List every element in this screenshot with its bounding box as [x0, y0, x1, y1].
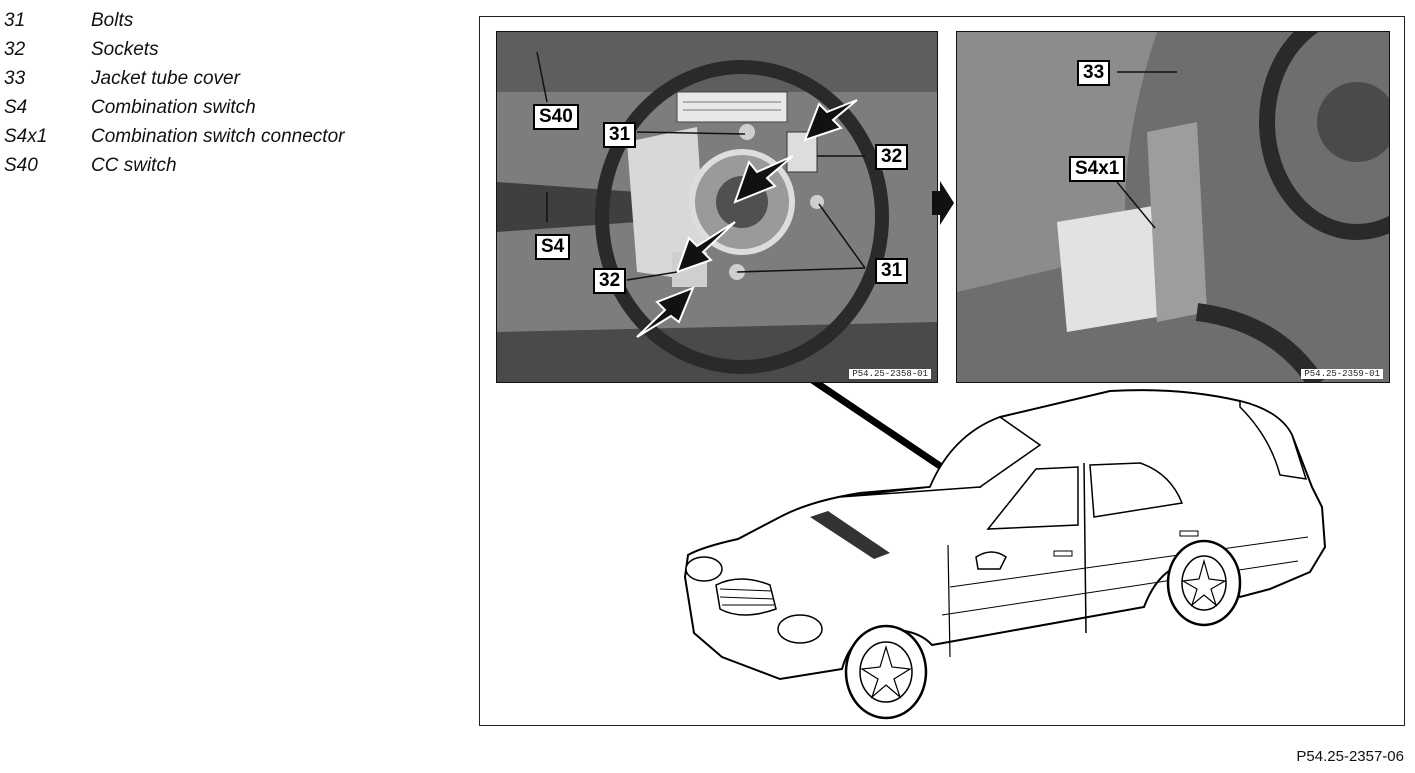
- callout-socket: 32: [875, 144, 909, 170]
- legend-code: 31: [4, 9, 26, 31]
- legend-item: 32 Sockets: [4, 35, 344, 64]
- arrow-icon: [733, 155, 794, 204]
- car-mirror: [975, 551, 1007, 570]
- car-front-window: [986, 466, 1079, 530]
- figure-id: P54.25-2357-06: [1296, 748, 1404, 765]
- legend-item: 33 Jacket tube cover: [4, 64, 344, 93]
- legend-code: 32: [4, 38, 26, 60]
- legend: 31 Bolts 32 Sockets 33 Jacket tube cover…: [4, 6, 344, 180]
- callout-socket: 32: [593, 268, 627, 294]
- legend-code: S4x1: [4, 125, 48, 147]
- legend-label: Combination switch: [91, 96, 256, 118]
- legend-label: Sockets: [91, 38, 159, 60]
- figure-frame: S40 S4 31 31 32 32 P54.25-2358-01 33 S4x…: [479, 16, 1405, 726]
- legend-label: Jacket tube cover: [91, 67, 240, 89]
- legend-label: Bolts: [91, 9, 134, 31]
- car-rear-side-window: [1089, 462, 1184, 518]
- arrow-icon: [803, 99, 858, 142]
- car-rear-window: [1239, 400, 1308, 480]
- legend-item: S40 CC switch: [4, 151, 344, 180]
- callout-s40: S40: [533, 104, 579, 130]
- connector-photo: 33 S4x1 P54.25-2359-01: [956, 31, 1390, 383]
- legend-item: 31 Bolts: [4, 6, 344, 35]
- car-front-wheel: [844, 624, 928, 720]
- callout-bolt: 31: [875, 258, 909, 284]
- car-illustration: [683, 362, 1327, 720]
- car-rear-wheel: [1166, 539, 1242, 627]
- callout-cover: 33: [1077, 60, 1111, 86]
- legend-item: S4 Combination switch: [4, 93, 344, 122]
- right-arrow-icon: [932, 181, 954, 225]
- legend-code: S4: [4, 96, 28, 118]
- photo-reference: P54.25-2359-01: [1301, 369, 1383, 379]
- legend-code: S40: [4, 154, 38, 176]
- steering-column-photo: S40 S4 31 31 32 32 P54.25-2358-01: [496, 31, 938, 383]
- car-headlight: [685, 556, 723, 582]
- callout-bolt: 31: [603, 122, 637, 148]
- legend-label: Combination switch connector: [91, 125, 345, 147]
- car-hood-vent: [810, 511, 890, 559]
- legend-label: CC switch: [91, 154, 177, 176]
- car-windshield: [839, 416, 1042, 498]
- car-headlight: [777, 614, 823, 644]
- arrow-icon: [636, 286, 695, 338]
- legend-item: S4x1 Combination switch connector: [4, 122, 344, 151]
- callout-s4: S4: [535, 234, 571, 260]
- car-grille: [715, 578, 777, 616]
- callout-connector: S4x1: [1069, 156, 1126, 182]
- legend-code: 33: [4, 67, 26, 89]
- photo-reference: P54.25-2358-01: [849, 369, 931, 379]
